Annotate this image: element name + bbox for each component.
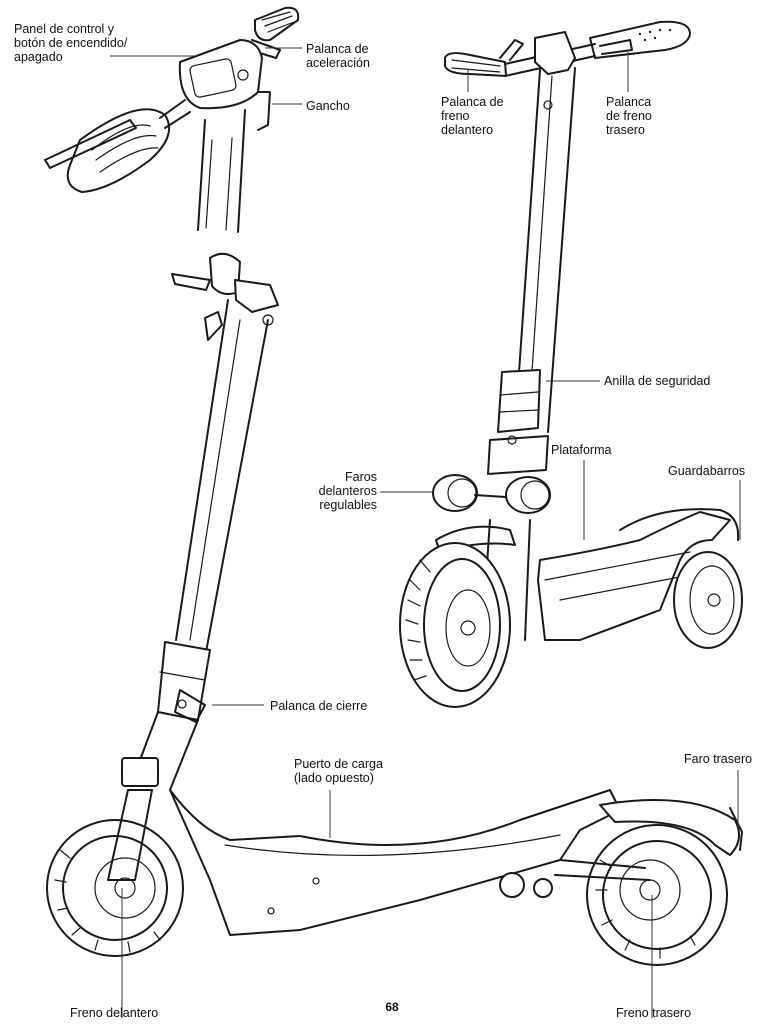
label-rear-brake-lever: Palanca de freno trasero	[606, 95, 652, 137]
front-view-drawing	[399, 20, 743, 708]
page-number: 68	[385, 1000, 399, 1014]
label-mudguard: Guardabarros	[668, 464, 746, 478]
label-front-brake-lever: Palanca de freno delantero	[441, 95, 504, 137]
label-charging-port: Puerto de carga (lado opuesto)	[294, 757, 383, 785]
label-folding-lever: Palanca de cierre	[270, 699, 368, 713]
label-front-brake: Freno delantero	[70, 1006, 159, 1020]
label-throttle: Palanca de aceleración	[306, 42, 370, 70]
label-control-panel: Panel de control y botón de encendido/ a…	[14, 22, 128, 64]
leader-lines	[110, 47, 741, 1018]
side-view-drawing	[46, 252, 743, 966]
label-safety-ring: Anilla de seguridad	[604, 374, 711, 388]
handlebar-detail-drawing	[44, 6, 300, 233]
label-hook: Gancho	[306, 99, 350, 113]
label-platform: Plataforma	[551, 443, 612, 457]
label-tail-light: Faro trasero	[684, 752, 753, 766]
label-headlights: Faros delanteros regulables	[318, 470, 377, 512]
label-rear-brake: Freno trasero	[616, 1006, 692, 1020]
